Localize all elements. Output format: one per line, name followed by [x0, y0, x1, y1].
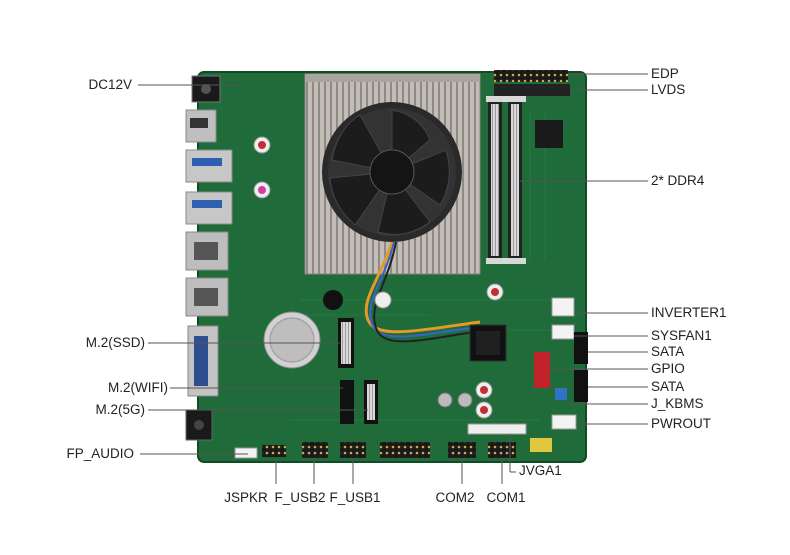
- leader-lines: [138, 73, 648, 484]
- label-ddr4: 2* DDR4: [651, 173, 705, 188]
- m2-wifi-slot: [340, 380, 354, 424]
- label-pwrout: PWROUT: [651, 416, 711, 431]
- label-f-usb2: F_USB2: [274, 490, 326, 505]
- label-sata-2: SATA: [651, 379, 685, 394]
- label-com1: COM1: [486, 490, 526, 505]
- edp-connector: [494, 70, 568, 82]
- kbms-header: [555, 388, 567, 400]
- sysfan-header: [551, 324, 575, 340]
- com1-header: [488, 442, 516, 458]
- dc-jack: [191, 75, 221, 103]
- inverter-header: [551, 297, 575, 317]
- label-com2: COM2: [435, 490, 475, 505]
- gpio-header: [534, 352, 550, 388]
- label-m2-5g: M.2(5G): [95, 402, 145, 417]
- label-sysfan1: SYSFAN1: [651, 328, 712, 343]
- jvga1-header: [467, 423, 527, 435]
- rear-io-ports: [185, 75, 233, 441]
- lvds-connector: [494, 84, 570, 96]
- jspkr-header: [262, 445, 286, 457]
- label-dc12v: DC12V: [88, 77, 132, 92]
- label-gpio: GPIO: [651, 361, 685, 376]
- cpu-heatsink: [304, 73, 489, 343]
- pwrout-header: [551, 414, 577, 430]
- com2-header: [448, 442, 476, 458]
- label-m2-wifi: M.2(WIFI): [108, 380, 168, 395]
- f-usb1-header: [340, 442, 366, 458]
- label-lvds: LVDS: [651, 82, 686, 97]
- sata-connector-1: [574, 332, 588, 364]
- fp-audio-header: [234, 447, 258, 459]
- label-fp-audio: FP_AUDIO: [66, 446, 134, 461]
- label-m2-ssd: M.2(SSD): [85, 335, 145, 350]
- ddr4-slots: [486, 96, 526, 264]
- label-jspkr: JSPKR: [224, 490, 268, 505]
- f-usb2-header: [302, 442, 328, 458]
- label-edp: EDP: [651, 66, 679, 81]
- label-sata-1: SATA: [651, 344, 685, 359]
- sata-connector-2: [574, 370, 588, 402]
- label-inverter1: INVERTER1: [651, 305, 727, 320]
- label-j-kbms: J_KBMS: [651, 396, 704, 411]
- label-jvga1: JVGA1: [519, 463, 562, 478]
- label-f-usb1: F_USB1: [329, 490, 381, 505]
